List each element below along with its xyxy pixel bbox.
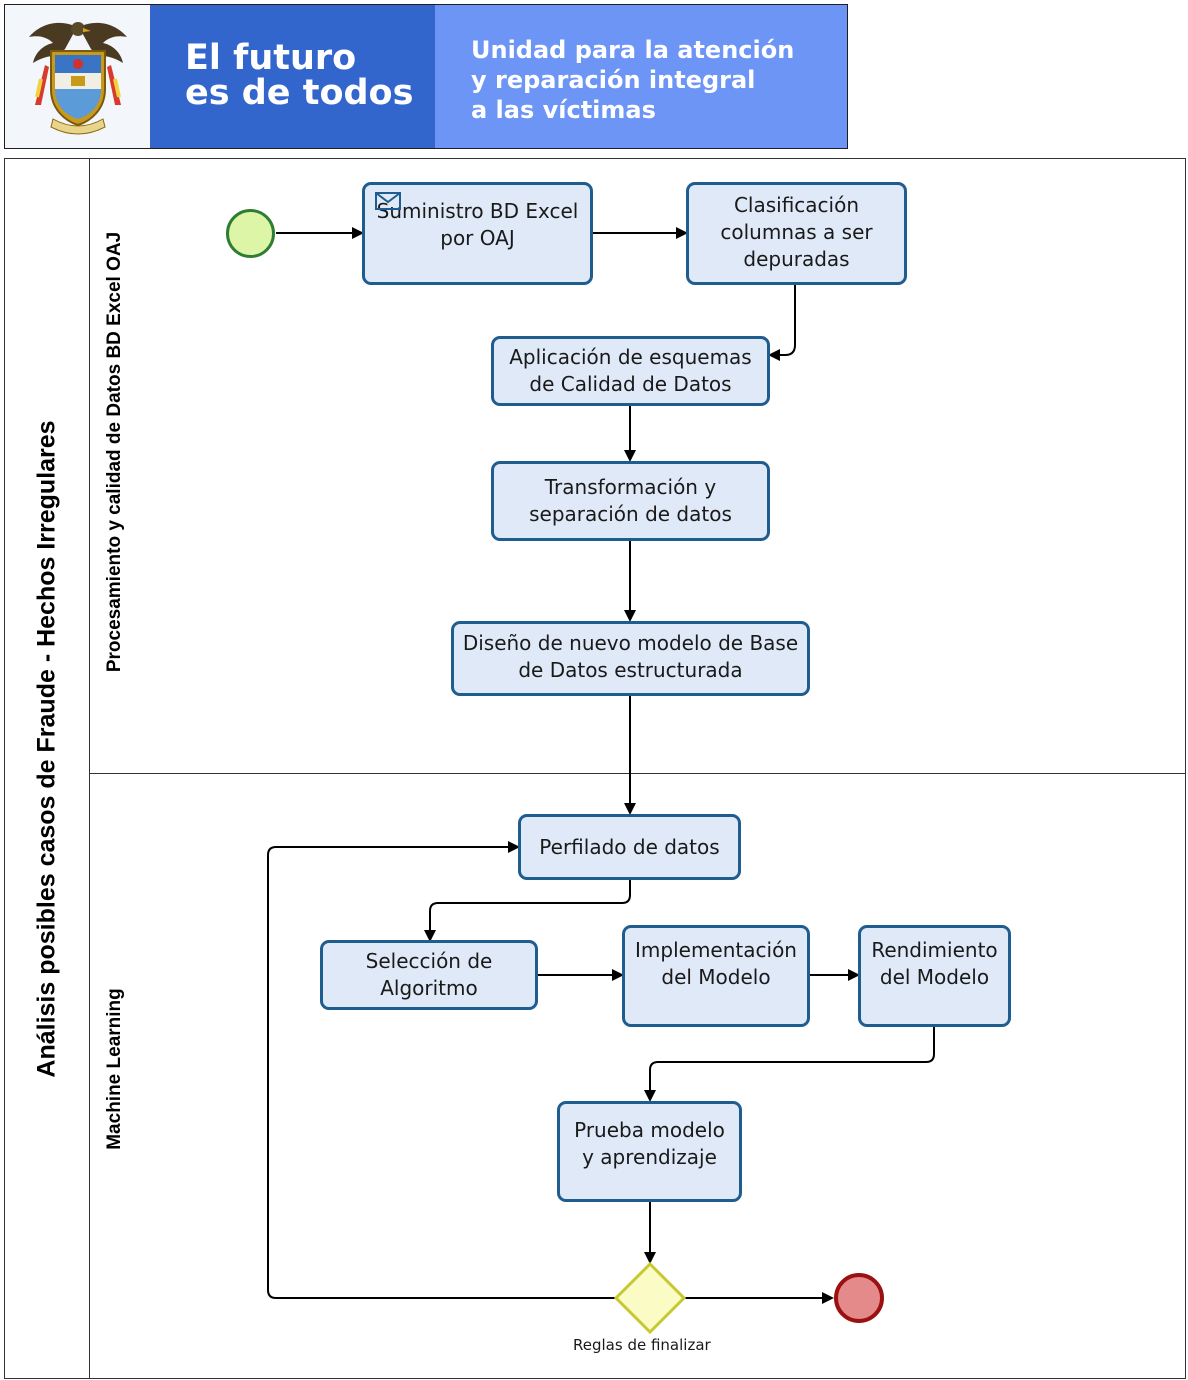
- task-suministro-line-2: por OAJ: [440, 225, 515, 250]
- task-seleccion-algoritmo[interactable]: Selección de Algoritmo: [320, 940, 538, 1010]
- task-prueba-line-1: Prueba modelo: [574, 1117, 725, 1142]
- task-rendimiento-modelo[interactable]: Rendimiento del Modelo: [858, 925, 1011, 1027]
- task-diseno-line-1: Diseño de nuevo modelo de Base: [462, 630, 799, 655]
- entity-line-1: Unidad para la atención: [471, 36, 795, 64]
- entity-line-2: y reparación integral: [471, 66, 756, 94]
- flow-clasificacion-aplicacion: [768, 285, 796, 361]
- task-diseno-modelo-bd[interactable]: Diseño de nuevo modelo de Base de Datos …: [451, 621, 810, 696]
- start-event[interactable]: [226, 209, 275, 258]
- header-banner: El futuro es de todos Unidad para la ate…: [4, 4, 848, 149]
- entity-panel: [435, 5, 847, 148]
- slogan-panel: [150, 5, 435, 148]
- slogan-text: El futuro es de todos: [185, 41, 425, 111]
- task-aplicacion-line-2: de Calidad de Datos: [529, 372, 732, 396]
- entity-line-3: a las víctimas: [471, 96, 656, 124]
- task-transformacion-datos[interactable]: Transformación y separación de datos: [491, 461, 770, 541]
- task-rendimiento-line-2: del Modelo: [879, 965, 990, 989]
- task-suministro-bd-excel[interactable]: Suministro BD Excel por OAJ: [362, 182, 593, 285]
- task-clasificacion-line-2: columnas a ser: [720, 220, 873, 244]
- task-implementacion-line-2: del Modelo: [661, 965, 771, 989]
- task-clasificacion-line-1: Clasificación: [733, 193, 860, 217]
- task-transformacion-line-1: Transformación y: [544, 475, 717, 499]
- task-implementacion-modelo[interactable]: Implementación del Modelo: [622, 925, 810, 1027]
- gateway-label: Reglas de finalizar: [573, 1336, 711, 1354]
- task-diseno-line-2: de Datos estructurada: [518, 657, 743, 682]
- end-event[interactable]: [834, 1273, 884, 1323]
- task-transformacion-line-2: separación de datos: [529, 502, 732, 526]
- flow-perfilado-seleccion: [424, 880, 631, 942]
- coat-of-arms-icon: [29, 22, 127, 135]
- task-suministro-line-1: Suministro BD Excel: [376, 198, 579, 223]
- pool-header: [5, 159, 90, 1378]
- task-aplicacion-esquemas[interactable]: Aplicación de esquemas de Calidad de Dat…: [491, 336, 770, 406]
- task-seleccion-line-2: Algoritmo: [380, 976, 478, 1000]
- task-clasificacion-columnas[interactable]: Clasificación columnas a ser depuradas: [686, 182, 907, 285]
- lane-divider: [90, 773, 1185, 774]
- task-clasificacion-line-3: depuradas: [743, 247, 850, 271]
- coat-of-arms-logo: [5, 5, 150, 148]
- flow-gateway-loop-perfilado: [267, 841, 616, 1299]
- gateway-diamond[interactable]: [613, 1261, 687, 1335]
- flow-rendimiento-prueba: [644, 1027, 935, 1102]
- task-aplicacion-line-1: Aplicación de esquemas: [509, 345, 752, 369]
- task-perfilado-datos[interactable]: Perfilado de datos: [518, 814, 741, 880]
- slogan-line-1: El futuro: [185, 38, 357, 78]
- entity-name: Unidad para la atención y reparación int…: [471, 35, 843, 125]
- task-seleccion-line-1: Selección de: [365, 949, 493, 973]
- task-perfilado-line-1: Perfilado de datos: [539, 834, 720, 859]
- task-implementacion-line-1: Implementación: [635, 938, 797, 962]
- task-rendimiento-line-1: Rendimiento: [871, 938, 998, 962]
- slogan-line-2: es de todos: [185, 73, 414, 113]
- task-prueba-modelo[interactable]: Prueba modelo y aprendizaje: [557, 1101, 742, 1202]
- envelope-icon: [375, 192, 401, 210]
- task-prueba-line-2: y aprendizaje: [582, 1144, 717, 1169]
